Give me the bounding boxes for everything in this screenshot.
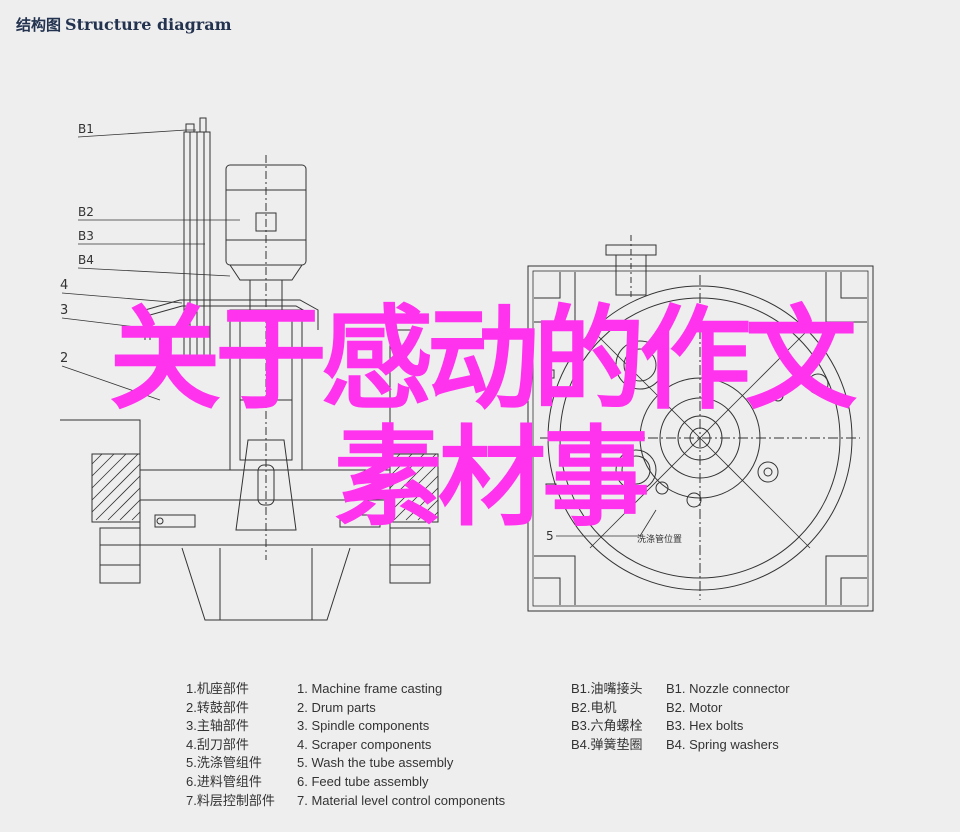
legend-b-en: B1. Nozzle connector B2. Motor B3. Hex b… — [666, 680, 790, 754]
legend-item: B1. Nozzle connector — [666, 681, 790, 696]
legend-item: B2.电机 — [571, 699, 617, 715]
left-elevation-view — [60, 117, 439, 621]
legend-item: 2.转鼓部件 — [186, 699, 249, 715]
legend-item: 1.机座部件 — [186, 681, 249, 696]
legend-item: 6. Feed tube assembly — [297, 773, 429, 789]
spindle-base — [235, 439, 297, 531]
legend-b-cn: B1.油嘴接头 B2.电机 B3.六角螺栓 B4.弹簧垫圈 — [571, 680, 643, 754]
legend-item: 4. Scraper components — [297, 736, 432, 752]
legend-parts-cn: 1.机座部件 2.转鼓部件 3.主轴部件 4.刮刀部件 5.洗涤管组件 6.进料… — [186, 680, 275, 810]
structure-drawing: B1 B2 B3 B4 4 3 2 5 洗涤管位置 — [60, 117, 874, 621]
callout-b4: B4 — [78, 253, 94, 267]
legend-item: 2. Drum parts — [297, 699, 376, 715]
legend-item: B2. Motor — [666, 699, 723, 715]
callout-3: 3 — [60, 303, 68, 318]
legend-item: 7. Material level control components — [297, 792, 506, 808]
legend-item: B4.弹簧垫圈 — [571, 736, 643, 752]
header-title-en: Structure diagram — [65, 15, 232, 34]
legend-item: 5.洗涤管组件 — [186, 755, 262, 771]
callout-4: 4 — [60, 278, 68, 293]
legend-parts-en: 1. Machine frame casting 2. Drum parts 3… — [297, 680, 505, 810]
left-foot — [99, 527, 141, 584]
legend-item: 1. Machine frame casting — [297, 681, 443, 696]
wash-tube-position-label: 洗涤管位置 — [637, 533, 682, 545]
legend-item: 7.料层控制部件 — [186, 792, 275, 808]
legend-item: B3. Hex bolts — [666, 718, 744, 734]
legend-item: 3.主轴部件 — [186, 718, 249, 734]
header-title-cn: 结构图 — [16, 16, 62, 34]
right-foot — [389, 527, 431, 584]
callout-b1: B1 — [78, 122, 94, 136]
callout-b3: B3 — [78, 229, 94, 243]
legend-item: 5. Wash the tube assembly — [297, 755, 454, 771]
motor-body — [225, 164, 307, 266]
legend-item: 3. Spindle components — [297, 718, 430, 734]
legend-item: 6.进料管组件 — [186, 773, 262, 789]
callout-2: 2 — [60, 351, 68, 366]
right-plan-view — [527, 235, 874, 612]
plan-frame — [527, 265, 874, 612]
legend-item: B3.六角螺栓 — [571, 718, 643, 734]
legend-item: 4.刮刀部件 — [186, 736, 249, 752]
callout-5: 5 — [546, 529, 554, 543]
callout-b2: B2 — [78, 205, 94, 219]
legend-item: B4. Spring washers — [666, 736, 779, 752]
legend-item: B1.油嘴接头 — [571, 681, 643, 696]
